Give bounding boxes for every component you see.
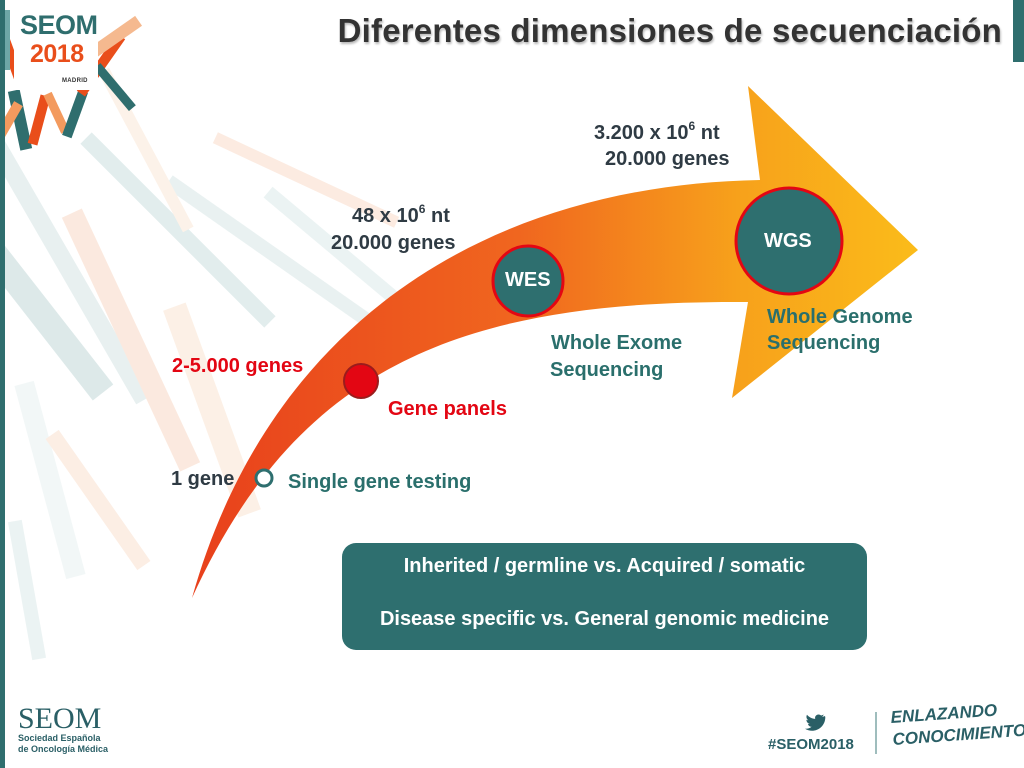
- wgs-circle: [734, 186, 844, 296]
- panels-gene-count: 2-5.000 genes: [172, 355, 304, 377]
- wes-circle: [491, 244, 565, 318]
- single-gene-count: 1 gene: [171, 468, 235, 490]
- footer-org-logo: SEOM: [18, 702, 102, 735]
- wgs-genes: 20.000 genes: [605, 148, 730, 170]
- footer-divider: [875, 712, 877, 754]
- right-edge-bar: [1013, 0, 1024, 62]
- wes-circle-label: WES: [505, 269, 551, 291]
- wes-name-line2: Sequencing: [550, 359, 664, 381]
- info-box: Inherited / germline vs. Acquired / soma…: [342, 543, 867, 650]
- panels-name: Gene panels: [388, 398, 507, 420]
- slide-title: Diferentes dimensiones de secuenciación: [337, 12, 1002, 49]
- logo-city: MADRID: [62, 78, 88, 84]
- info-line-inherited: Inherited / germline vs. Acquired / soma…: [403, 555, 806, 577]
- wgs-circle-label: WGS: [764, 230, 812, 252]
- wgs-name-line1: Whole Genome: [767, 306, 913, 328]
- progression-arrow: [192, 86, 918, 598]
- footer-org-sub2: de Oncología Médica: [18, 744, 109, 754]
- logo-year: 2018: [30, 40, 84, 68]
- gene-panels-marker: [343, 363, 379, 399]
- decorative-stripes: [0, 67, 411, 661]
- wes-size: 48 x 106 nt: [352, 202, 450, 227]
- logo-brand: SEOM: [20, 10, 98, 40]
- single-gene-marker: [254, 468, 274, 488]
- wgs-size: 3.200 x 106 nt: [594, 119, 720, 144]
- single-gene-name: Single gene testing: [288, 471, 472, 493]
- footer-hashtag: #SEOM2018: [768, 736, 854, 753]
- twitter-bird-icon: [805, 714, 826, 731]
- wes-name-line1: Whole Exome: [551, 332, 683, 354]
- wgs-name-line2: Sequencing: [767, 332, 881, 354]
- footer-org-sub1: Sociedad Española: [18, 733, 101, 743]
- seom2018-logo: [14, 6, 98, 90]
- wes-genes: 20.000 genes: [331, 232, 456, 254]
- info-line-disease: Disease specific vs. General genomic med…: [379, 608, 830, 630]
- left-edge-bar: [0, 0, 5, 768]
